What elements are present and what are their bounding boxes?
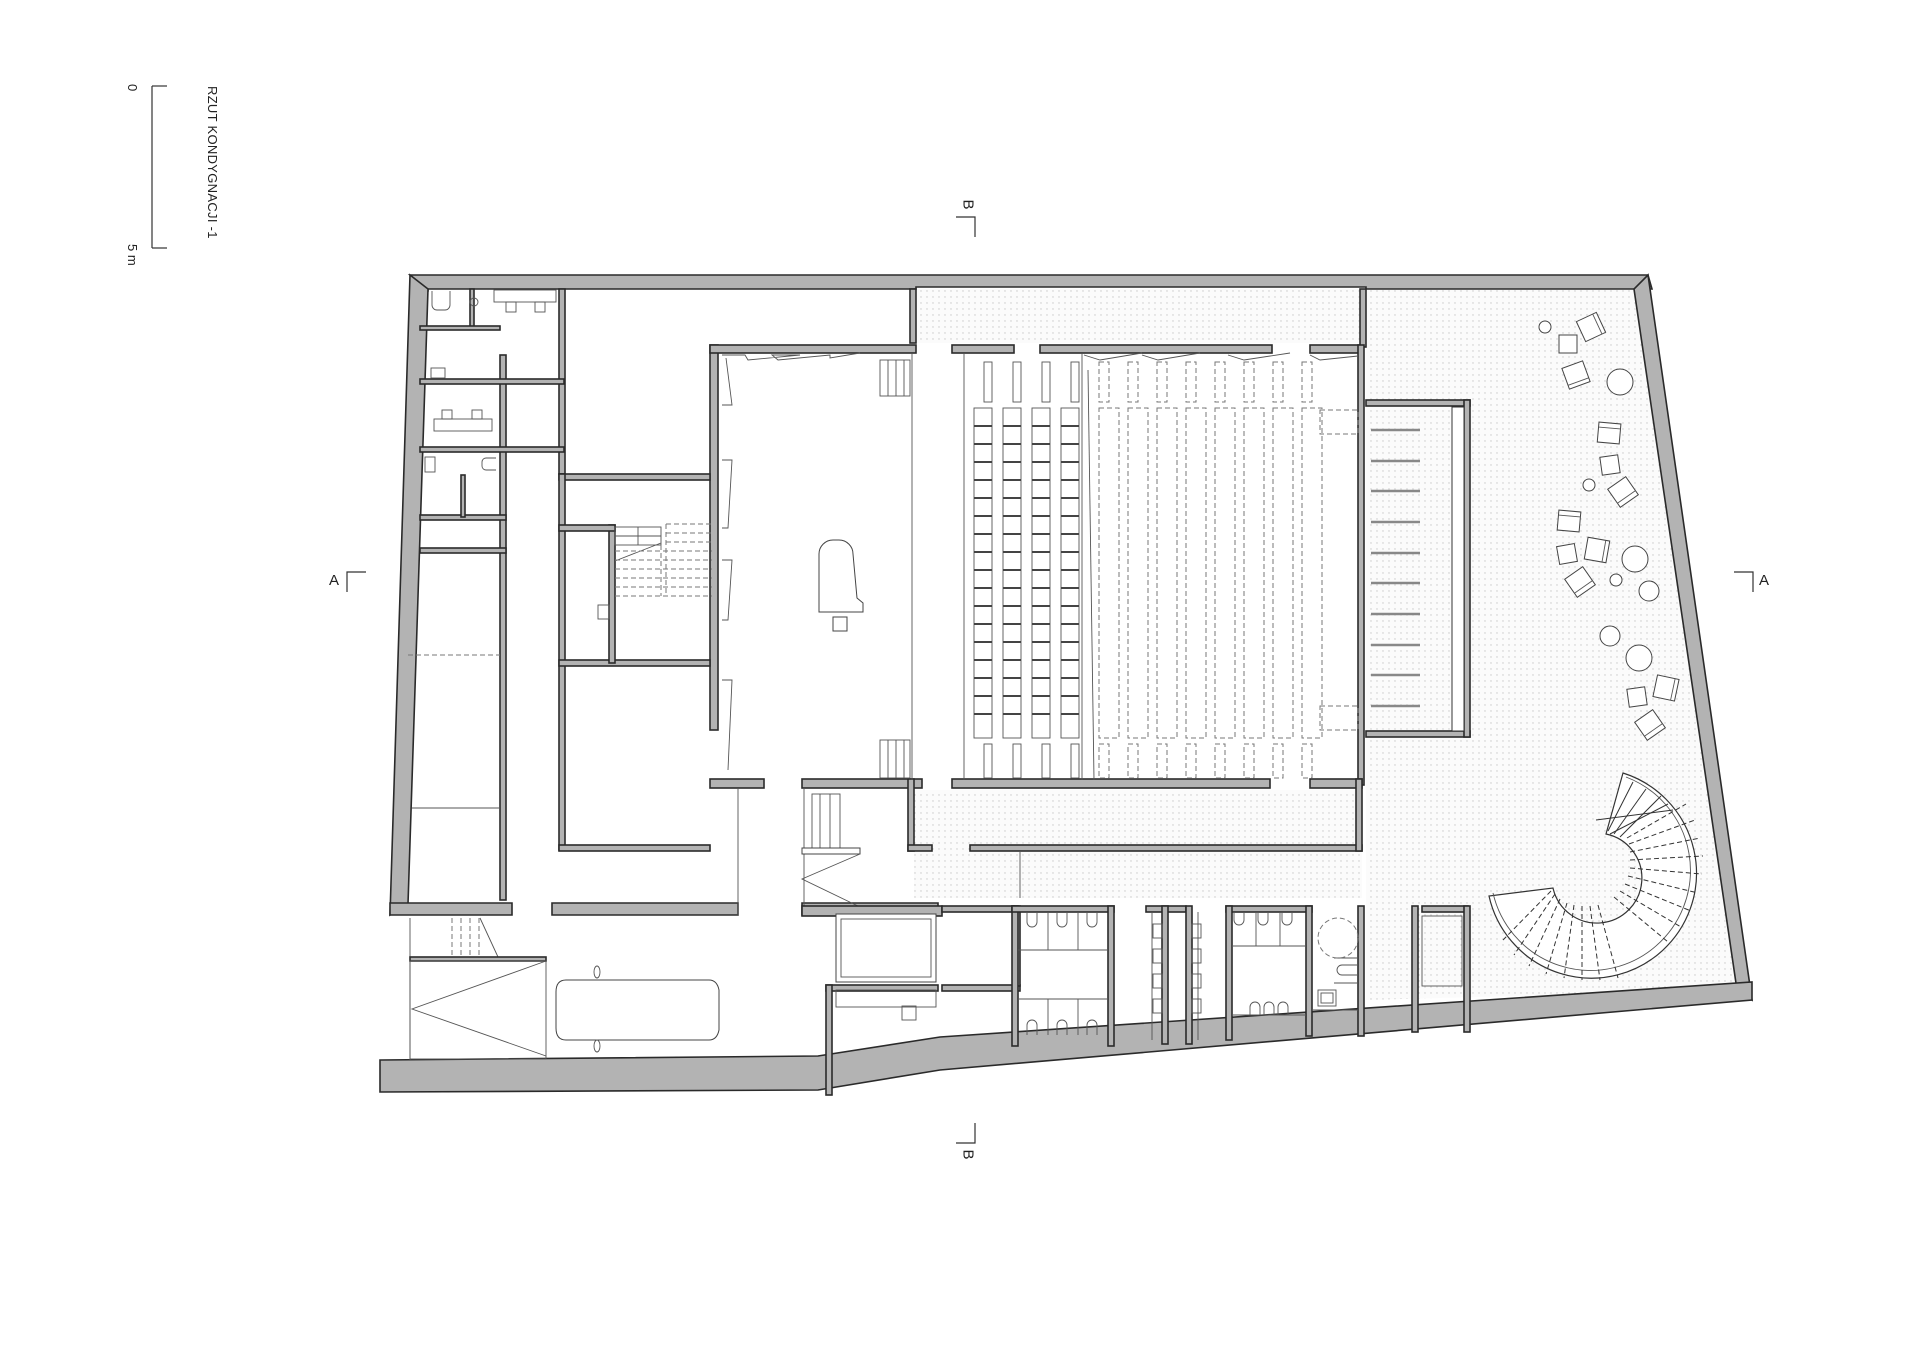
section-marker-a-left — [346, 571, 366, 592]
east-stage-platform — [1371, 406, 1465, 732]
seat-column-4 — [1060, 361, 1080, 779]
courtyard-garden-furniture — [1538, 311, 1680, 742]
internal-walls — [419, 288, 1471, 901]
ramp-and-elevator — [737, 788, 1021, 1096]
outer-walls — [379, 273, 1754, 1093]
section-marker-a-left-label: A — [329, 572, 340, 589]
auditorium-seating — [963, 352, 1359, 781]
section-marker-b-top — [956, 216, 976, 237]
section-marker-b-bottom — [956, 1123, 976, 1144]
south-service-rooms — [1011, 905, 1471, 1047]
seat-column-3 — [1031, 361, 1051, 779]
stair-core — [597, 523, 712, 620]
garage — [409, 917, 720, 1060]
car-icon — [555, 965, 720, 1053]
grand-piano-icon — [818, 539, 864, 632]
retractable-seats — [1098, 361, 1359, 779]
scale-bar — [151, 85, 167, 249]
rehearsal-stage-room — [722, 352, 913, 780]
seat-column-1 — [973, 361, 993, 779]
seat-column-2 — [1002, 361, 1022, 779]
sanitary-rooms-northwest — [408, 289, 557, 809]
section-marker-a-right-label: A — [1759, 572, 1770, 589]
spiral-staircase — [1488, 772, 1704, 981]
section-marker-a-right — [1734, 571, 1754, 592]
